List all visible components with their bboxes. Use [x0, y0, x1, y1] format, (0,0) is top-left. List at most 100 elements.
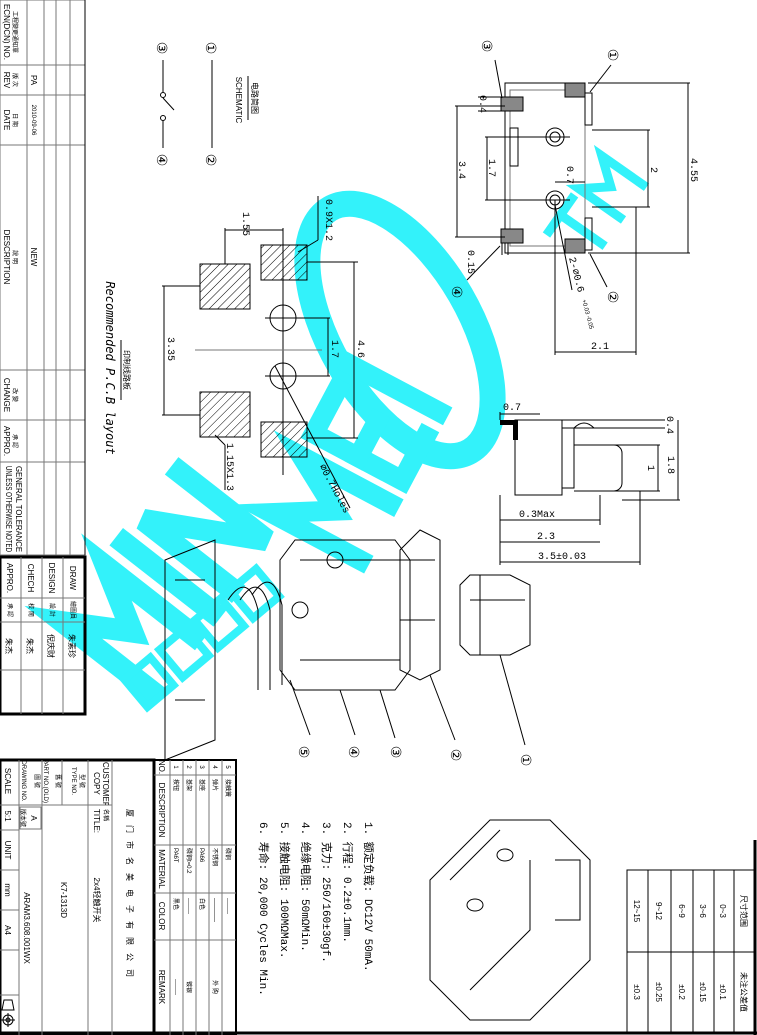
paper-size: A4	[3, 925, 12, 935]
exploded-balloon-4: ④	[345, 746, 361, 759]
signoff-name: 朱杰	[25, 638, 35, 654]
exploded-balloon-3: ③	[387, 746, 403, 759]
terminal-pad	[500, 228, 524, 244]
bom-row: 2 基架 磷铜t=0.2 -------- 镀银	[185, 765, 193, 993]
balloon-4: ④	[448, 286, 464, 299]
dim-inner: 3.35	[164, 337, 175, 361]
dim-side-2-3: 2.3	[537, 532, 555, 543]
dim-side-0-7: 0.7	[503, 403, 521, 414]
dim-pitch: 1.55	[239, 212, 250, 236]
appro-header-en: APPRO.	[2, 426, 11, 456]
terminal-pad	[564, 82, 586, 98]
tolerance-header-range: 尺寸范围	[739, 895, 749, 927]
part-dome-spring	[227, 581, 283, 690]
type-label-zh: 型 號	[78, 774, 86, 788]
bom-row: 5 接触簧 磷铜 --------	[224, 765, 232, 914]
spec-item: 4. 绝缘电阻: 50mΩMin.	[298, 822, 313, 952]
tolerance-range: 9~12	[654, 902, 663, 921]
spec-item: 2. 行程: 0.2±0.1mm.	[340, 822, 354, 943]
exploded-balloon-5: ⑤	[295, 746, 311, 759]
projection-symbol-icon	[1, 999, 15, 1027]
dim-1-7: 1.7	[485, 159, 496, 177]
tolerance-table: 尺寸范围 未注公差值 0~3 ±0.1 3~6 ±0.15 6~9 ±0.2 9…	[626, 869, 756, 1034]
tolerance-range: 3~6	[698, 904, 707, 918]
terminal-pad	[500, 96, 524, 112]
drawing-number: ARAM3.608.001WX	[22, 892, 31, 964]
tolerance-range: 0~3	[718, 904, 727, 918]
bom-cell-remark: 镀银	[185, 981, 193, 993]
bom-cell-color: --------	[185, 898, 191, 914]
bom-cell-no: 5	[224, 765, 230, 769]
name-label-zh: 名稱	[102, 809, 110, 821]
ecn-header-zh: 工程變更通知單	[11, 11, 19, 53]
dim-2-1: 2.1	[591, 342, 609, 353]
dim-hole-tolerance: +0.03 -0.05	[580, 299, 594, 331]
dim-outer: 4.6	[354, 340, 365, 358]
ecn-header-en: ECN(DCN) NO.	[2, 4, 11, 60]
dim-hole-pitch: 1.7	[328, 340, 339, 358]
pin-2-balloon: ②	[202, 154, 218, 167]
dim-0-7: 0.7	[563, 166, 574, 184]
rev-header-en: REV	[2, 72, 11, 89]
signoff-name: 朱素珍	[67, 634, 77, 658]
bom-header-material: MATERIAL	[157, 849, 166, 889]
tolerance-value: ±0.2	[677, 984, 686, 1000]
tolerance-range: 6~9	[677, 904, 686, 918]
bom-cell-desc: 接触簧	[224, 779, 232, 797]
assembled-3d-view	[429, 819, 591, 1021]
tolerance-value: ±0.25	[654, 982, 663, 1003]
signoff-role: DESIGN	[47, 563, 56, 594]
part-frame	[399, 529, 441, 681]
spec-item: 1. 额定负载: DC12V 50mA.	[361, 822, 376, 972]
bom-row: 3 基座 PA66 白色	[198, 765, 206, 910]
scale-value: 5:1	[3, 810, 12, 822]
dim-side-0-4: 0.4	[663, 416, 674, 434]
signoff-row-check: CHECH 校 閱 朱杰	[25, 564, 35, 654]
tolerance-value: ±0.15	[698, 982, 707, 1003]
dim-0-4: 0.4	[476, 95, 487, 113]
signoff-role: DRAW	[68, 566, 77, 591]
balloon-3: ③	[478, 40, 494, 53]
product-title: 2x4轻触开关	[92, 878, 102, 923]
dim-3-4: 3.4	[455, 161, 466, 179]
dim-pad-small: 0.9X1.2	[322, 199, 333, 241]
bom-cell-remark: 外 购	[211, 980, 219, 994]
signoff-table: DRAW 繪圖員 朱素珍 DESIGN 設 計 倪庆财 CHECH 校 閱 朱杰…	[0, 555, 87, 716]
schematic-title-zh: 电路简图	[250, 82, 260, 114]
balloon-1: ①	[604, 49, 620, 62]
terminal-pad	[564, 238, 586, 254]
rev-value: PA	[29, 75, 38, 86]
description-header-en: DESCRIPTION	[2, 230, 11, 285]
bom-cell-material: PA66	[198, 848, 204, 863]
dim-4-55: 4.55	[687, 158, 698, 182]
bom-cell-no: 1	[172, 765, 178, 769]
version-value: A	[29, 815, 38, 821]
pcb-layout-diagram: 0.9X1.2 1.55 1.7 4.6 3.35 1.15X1.3 ∅0.7H…	[103, 196, 365, 516]
pcb-pad	[199, 391, 251, 438]
bom-header-no: NO.	[157, 760, 166, 774]
specifications-list: 1. 额定负载: DC12V 50mA. 2. 行程: 0.2±0.1mm. 3…	[256, 822, 376, 996]
unit-value: mm	[3, 883, 12, 897]
dim-2: 2	[647, 167, 658, 173]
signoff-role-zh: 校 閱	[27, 603, 35, 617]
pin-4-balloon: ④	[153, 154, 169, 167]
signoff-role-zh: 設 計	[48, 603, 56, 617]
tolerance-range: 12~15	[632, 900, 641, 923]
bom-header-remark: REMARK	[157, 970, 166, 1005]
exploded-balloon-2: ②	[447, 749, 463, 762]
part-button	[459, 574, 531, 656]
date-value: 2010-09-06	[30, 105, 36, 136]
company-name: 厦门市名美电子有限公司	[125, 809, 135, 985]
bom-cell-remark: --------	[172, 979, 178, 995]
type-number: K7-1313D	[59, 882, 68, 918]
side-view-diagram: 0.7 0.4 1 1.8 0.3Max 2.3 3.5±0.03	[499, 403, 680, 565]
dim-side-1: 1	[644, 465, 655, 471]
bom-cell-desc: 基架	[185, 779, 193, 791]
pin-3-balloon: ③	[153, 42, 169, 55]
bom-cell-color: --------	[224, 898, 230, 914]
pin-1-balloon: ①	[202, 42, 218, 55]
bom-row: 4 弹片 不锈钢 ———— 外 购	[211, 765, 219, 994]
unit-label: UNIT	[3, 841, 12, 860]
drawing-label-zh: 圖 號	[33, 774, 41, 788]
part-label-zh: 舊 號	[54, 774, 62, 788]
